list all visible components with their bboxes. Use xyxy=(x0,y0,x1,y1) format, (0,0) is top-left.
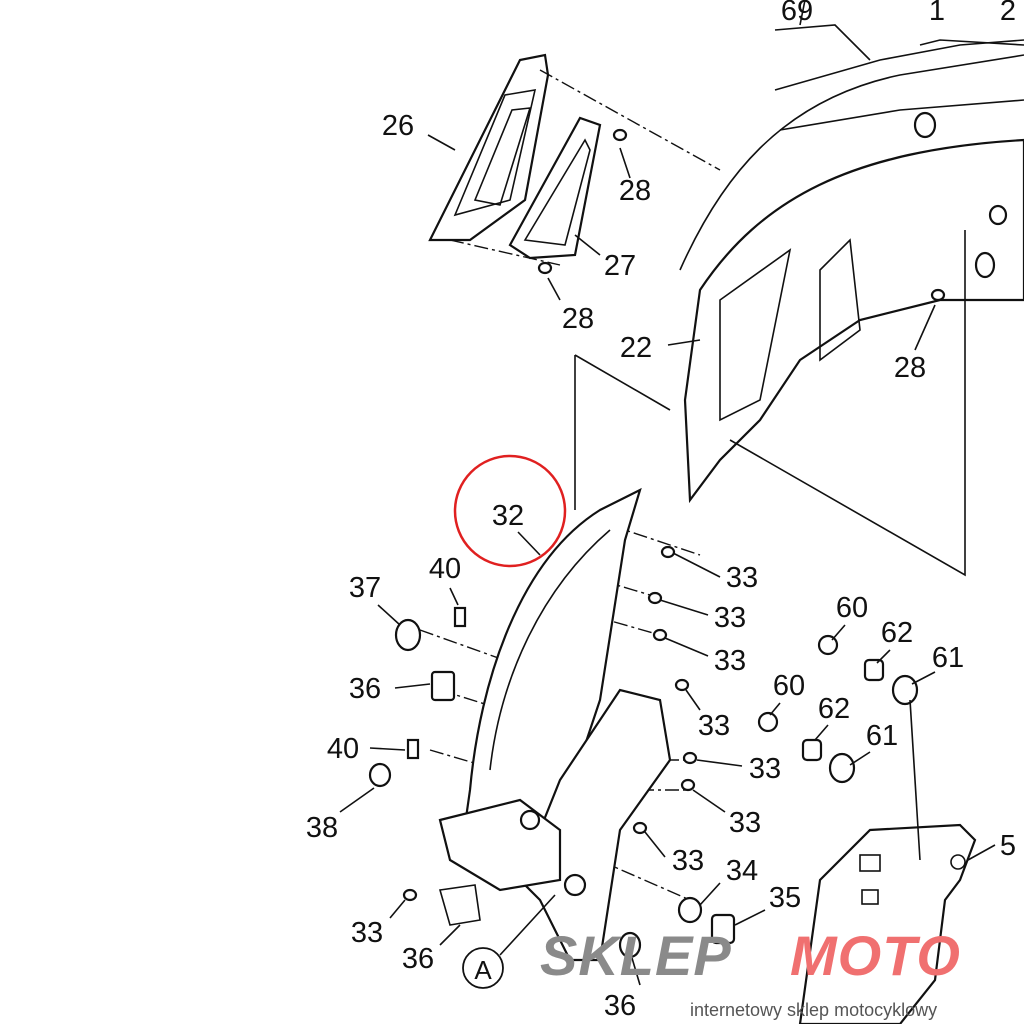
callout-33: 33 xyxy=(726,562,758,594)
callout-32: 32 xyxy=(492,500,524,532)
callout-1: 1 xyxy=(929,0,945,27)
small-parts xyxy=(368,111,1008,959)
watermark: SKLEP MOTO internetowy sklep motocyklowy xyxy=(540,924,961,1020)
part-32-bracket xyxy=(438,487,672,962)
watermark-brand-right: MOTO xyxy=(790,924,961,987)
callout-33: 33 xyxy=(749,753,781,785)
watermark-brand-left: SKLEP xyxy=(540,924,732,987)
reference-marker-label: A xyxy=(474,955,492,985)
callout-33: 33 xyxy=(698,710,730,742)
callout-5: 5 xyxy=(1000,830,1016,862)
callout-22: 22 xyxy=(620,332,652,364)
callout-61: 61 xyxy=(932,642,964,674)
callout-2: 2 xyxy=(1000,0,1016,27)
callout-40: 40 xyxy=(327,733,359,765)
callout-60: 60 xyxy=(836,592,868,624)
reference-marker-circle xyxy=(462,947,504,989)
part-27-panel xyxy=(508,116,602,260)
callout-28: 28 xyxy=(619,175,651,207)
callout-62: 62 xyxy=(881,617,913,649)
callout-28: 28 xyxy=(562,303,594,335)
callout-37: 37 xyxy=(349,572,381,604)
callout-35: 35 xyxy=(769,882,801,914)
callout-62: 62 xyxy=(818,693,850,725)
highlight-circle xyxy=(453,454,567,568)
lower-right-bracket xyxy=(798,699,977,1024)
callout-34: 34 xyxy=(726,855,758,887)
callout-33: 33 xyxy=(729,807,761,839)
callout-36: 36 xyxy=(349,673,381,705)
callout-33: 33 xyxy=(351,917,383,949)
callout-38: 38 xyxy=(306,812,338,844)
callout-36: 36 xyxy=(604,990,636,1022)
callout-61: 61 xyxy=(866,720,898,752)
callout-27: 27 xyxy=(604,250,636,282)
part-22-1-fender xyxy=(679,0,1024,504)
callout-33: 33 xyxy=(672,845,704,877)
callout-labels: 69 1 2 26 28 27 28 22 28 32 33 33 33 33 33 33 33 33 37 40 40… xyxy=(306,0,1016,1022)
callout-69: 69 xyxy=(781,0,813,27)
callout-28: 28 xyxy=(894,352,926,384)
callout-40: 40 xyxy=(429,553,461,585)
callout-60: 60 xyxy=(773,670,805,702)
callout-leaders xyxy=(339,134,996,986)
callout-33: 33 xyxy=(714,602,746,634)
callout-26: 26 xyxy=(382,110,414,142)
watermark-subtitle: internetowy sklep motocyklowy xyxy=(690,1000,937,1020)
callout-33: 33 xyxy=(714,645,746,677)
callout-36: 36 xyxy=(402,943,434,975)
